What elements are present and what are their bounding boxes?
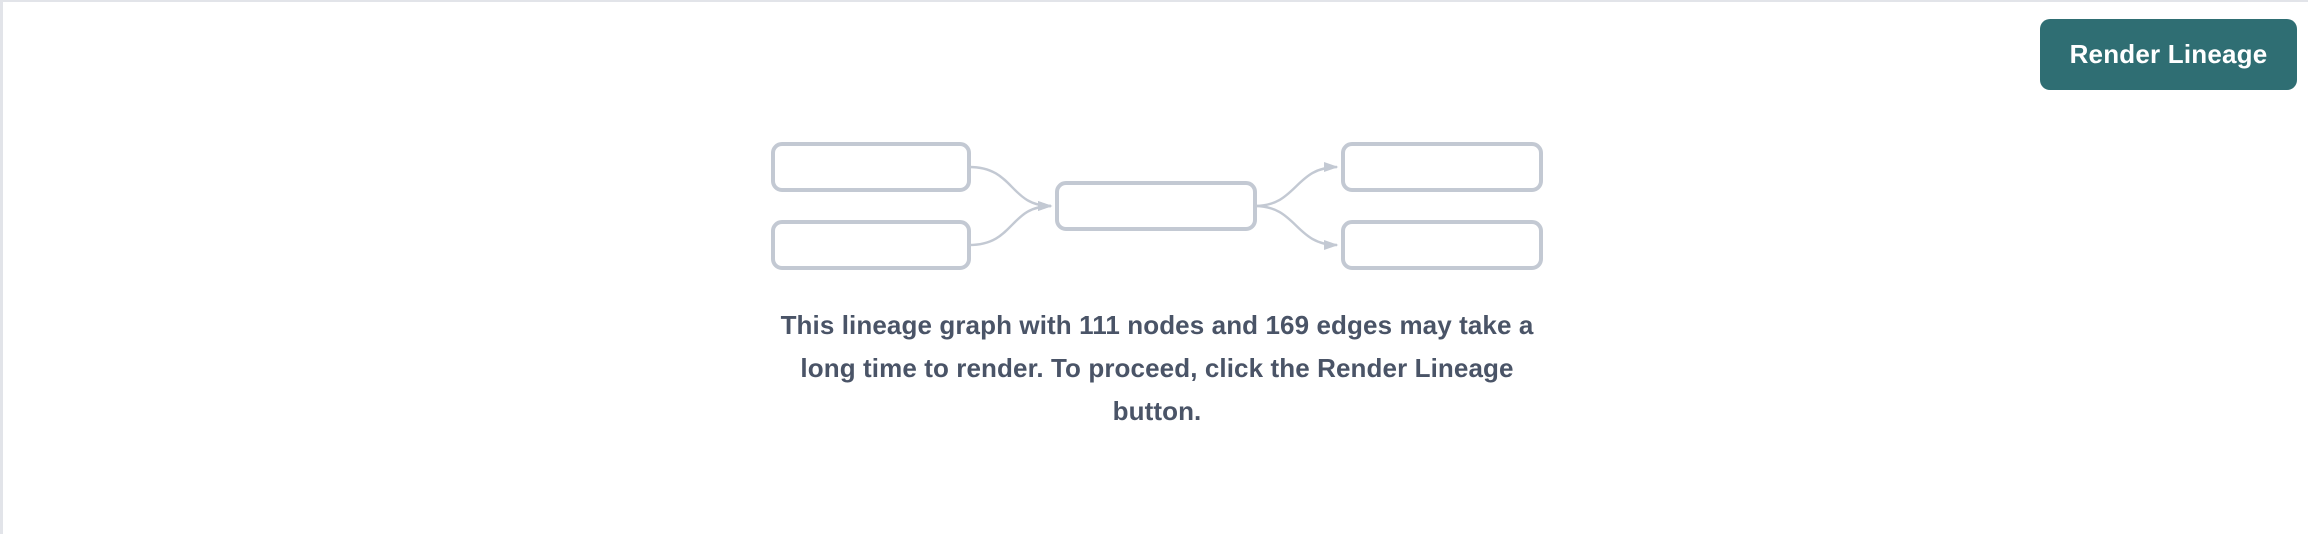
lineage-node-transform <box>1055 181 1257 231</box>
edge-transform-to-target-bottom <box>1254 204 1339 251</box>
lineage-node-source-bottom <box>771 220 971 270</box>
edge-source-bottom-to-transform <box>968 200 1053 247</box>
lineage-node-target-bottom <box>1341 220 1543 270</box>
render-lineage-button[interactable]: Render Lineage <box>2040 19 2297 90</box>
lineage-empty-state: This lineage graph with 111 nodes and 16… <box>3 2 2308 536</box>
lineage-node-source-top <box>771 142 971 192</box>
lineage-node-target-top <box>1341 142 1543 192</box>
edge-transform-to-target-top <box>1254 161 1339 208</box>
lineage-empty-message: This lineage graph with 111 nodes and 16… <box>780 310 1534 426</box>
lineage-graph-placeholder <box>771 142 1543 270</box>
edge-source-top-to-transform <box>968 165 1053 212</box>
